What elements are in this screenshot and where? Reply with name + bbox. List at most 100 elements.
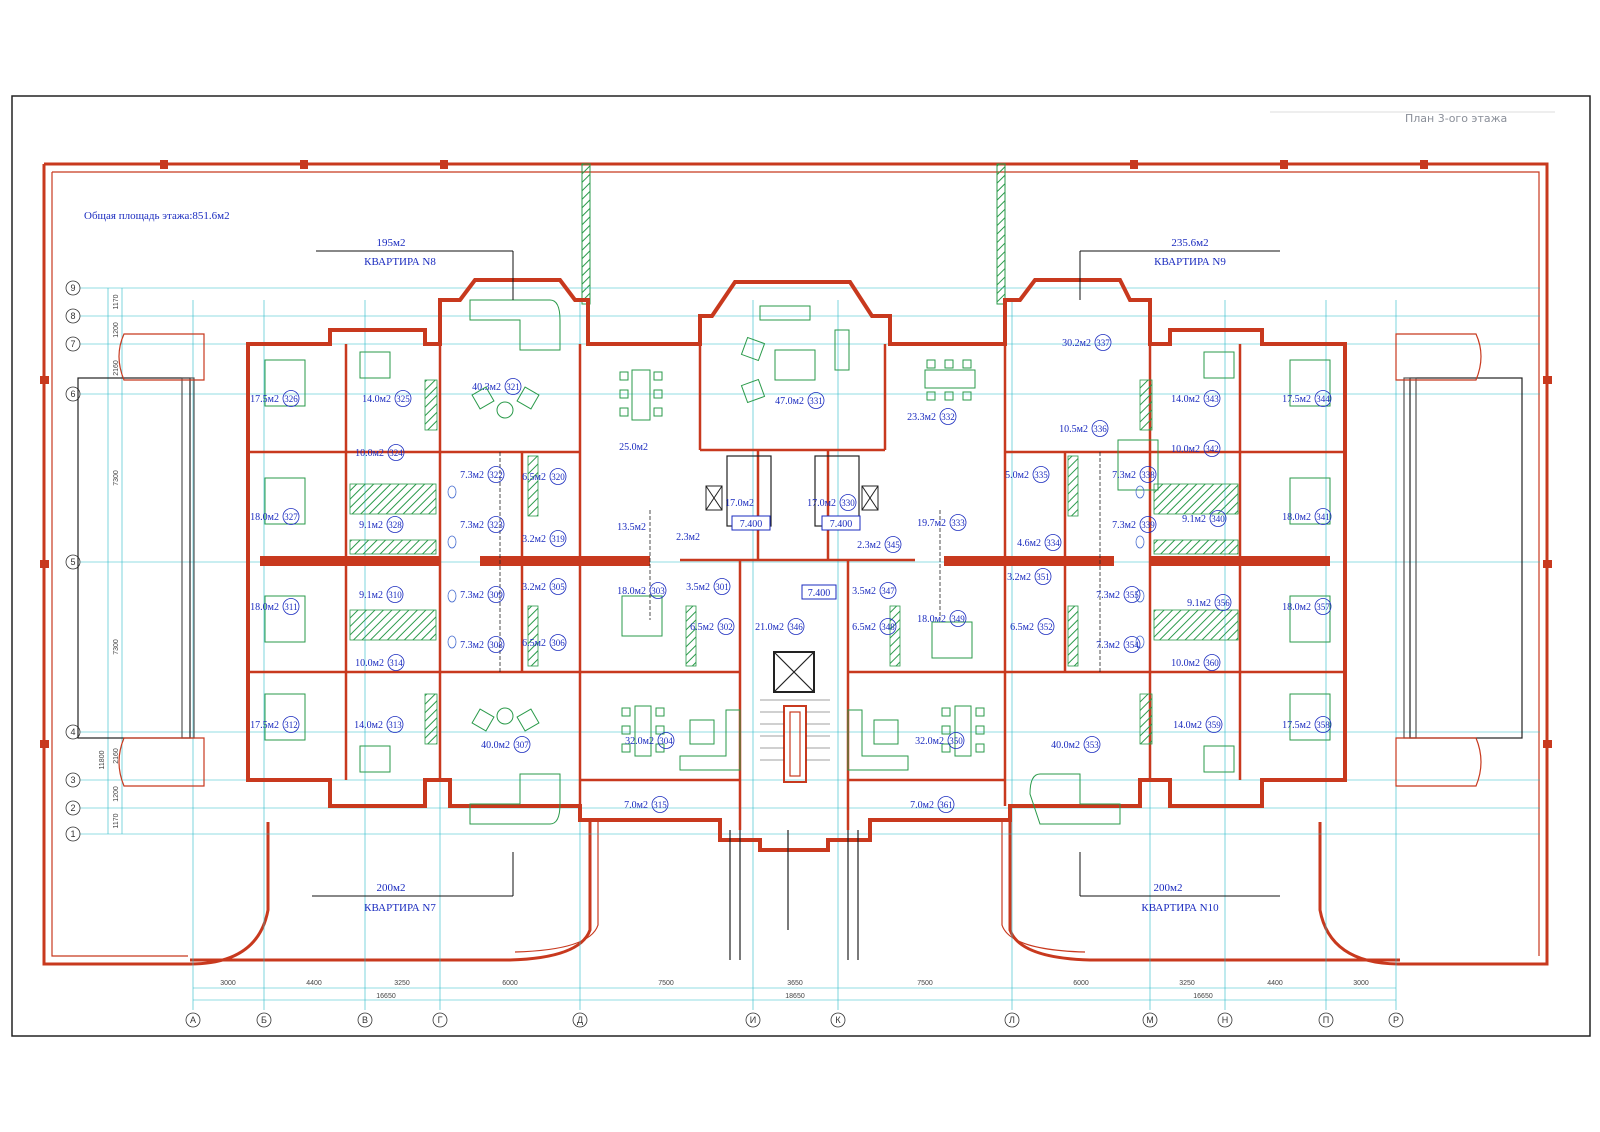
room-number-circle [1083,736,1101,753]
apt9-area: 235.6м2 [1171,237,1208,249]
room-number-circle [879,618,897,635]
room-number-circle [1123,586,1141,603]
room-number-circle [549,578,567,595]
room-number-circle [939,408,957,425]
room-number: 331 [809,396,823,406]
axis-bubbles-letters [185,1012,1404,1028]
room-area: 17.0м2 [725,498,754,509]
room-number: 353 [1085,740,1099,750]
room-area: 7.0м2 [910,800,934,811]
room-area: 32.0м2 [625,736,654,747]
room-number: 303 [651,586,665,596]
room-number: 358 [1316,720,1330,730]
level-marks: 7.400 7.400 7.400 [731,515,861,600]
room-area: 6.5м2 [522,472,546,483]
dim-side-1: 1170 [113,294,120,309]
room-number: 313 [388,720,402,730]
room-number-circle [282,508,300,525]
dim-11: 3000 [1353,980,1369,987]
axis-label-8: 8 [70,311,75,321]
bath-fixtures [447,485,1145,649]
room-area: 3.2м2 [522,534,546,545]
axis-label-4: 4 [70,727,75,737]
axis-label-9: 9 [70,283,75,293]
room-number-circle [487,516,505,533]
room-area: 10.0м2 [1171,658,1200,669]
room-area: 18.0м2 [1282,512,1311,523]
room-number: 327 [284,512,298,522]
room-number-circle [1314,508,1332,525]
dim-8: 6000 [1073,980,1089,987]
room-area: 10.0м2 [355,658,384,669]
room-number-circle [1314,716,1332,733]
room-number-circle [1203,390,1221,407]
dim-5: 7500 [658,980,674,987]
room-area: 9.1м2 [359,520,383,531]
axis-label-K: К [835,1015,841,1025]
room-area: 6.5м2 [1010,622,1034,633]
terrace-posts [40,160,1552,748]
room-area: 14.0м2 [1171,394,1200,405]
room-number: 314 [389,658,403,668]
axis-label-1: 1 [70,829,75,839]
dim-side-5: 7300 [113,639,120,655]
room-number: 323 [489,520,503,530]
dim-1: 3000 [220,980,236,987]
sheet-frame [11,95,1591,1037]
axis-label-D: Д [577,1015,583,1025]
room-number-circle [651,796,669,813]
axis-label-L: Л [1009,1015,1015,1025]
room-area: 40.0м2 [1051,740,1080,751]
room-number-circle [282,598,300,615]
apt7-name: КВАРТИРА N7 [364,902,436,914]
level-mark-1: 7.400 [740,519,763,530]
room-area: 18.0м2 [1282,602,1311,613]
axis-label-2: 2 [70,803,75,813]
room-area: 3.2м2 [522,582,546,593]
room-number: 348 [881,622,895,632]
room-area: 9.1м2 [1182,514,1206,525]
room-number: 309 [489,590,503,600]
dim-total-2: 18650 [785,993,805,1000]
axis-label-R: Р [1393,1015,1399,1025]
beams [499,452,1101,672]
apt8-area: 195м2 [377,237,406,249]
room-number: 315 [653,800,667,810]
room-number-circle [1139,516,1157,533]
room-area: 3.5м2 [686,582,710,593]
room-number: 305 [551,582,565,592]
apartment-labels: 195м2 КВАРТИРА N8 235.6м2 КВАРТИРА N9 20… [364,237,1226,914]
dim-2: 4400 [306,980,322,987]
room-number: 336 [1093,424,1107,434]
room-area: 7.3м2 [460,470,484,481]
room-number-circle [1139,466,1157,483]
room-number-circle [282,716,300,733]
room-number-circle [1091,420,1109,437]
room-number-circle [807,392,825,409]
stair-core [726,455,860,960]
room-number-circle [549,634,567,651]
room-area: 19.7м2 [917,518,946,529]
axis-letter-labels: А Б В Г Д И К Л М Н П Р [190,1015,1399,1025]
axis-label-5: 5 [70,557,75,567]
axis-label-N: Н [1222,1015,1229,1025]
room-number: 355 [1125,590,1139,600]
room-area: 7.3м2 [1096,590,1120,601]
room-area: 47.0м2 [775,396,804,407]
axis-number-labels: 9 8 7 6 5 4 3 2 1 [70,283,75,839]
room-number: 346 [789,622,803,632]
room-number: 328 [388,520,402,530]
room-number-circle [713,578,731,595]
room-area: 4.6м2 [1017,538,1041,549]
room-number: 308 [489,640,503,650]
room-number-circle [386,586,404,603]
room-number: 324 [389,448,403,458]
dim-3: 3250 [394,980,410,987]
room-number-circle [839,494,857,511]
room-number: 338 [1141,470,1155,480]
axis-label-V: В [362,1015,368,1025]
room-number: 335 [1034,470,1048,480]
room-area: 18.0м2 [250,602,279,613]
dimension-lines-bottom [193,987,1396,1001]
